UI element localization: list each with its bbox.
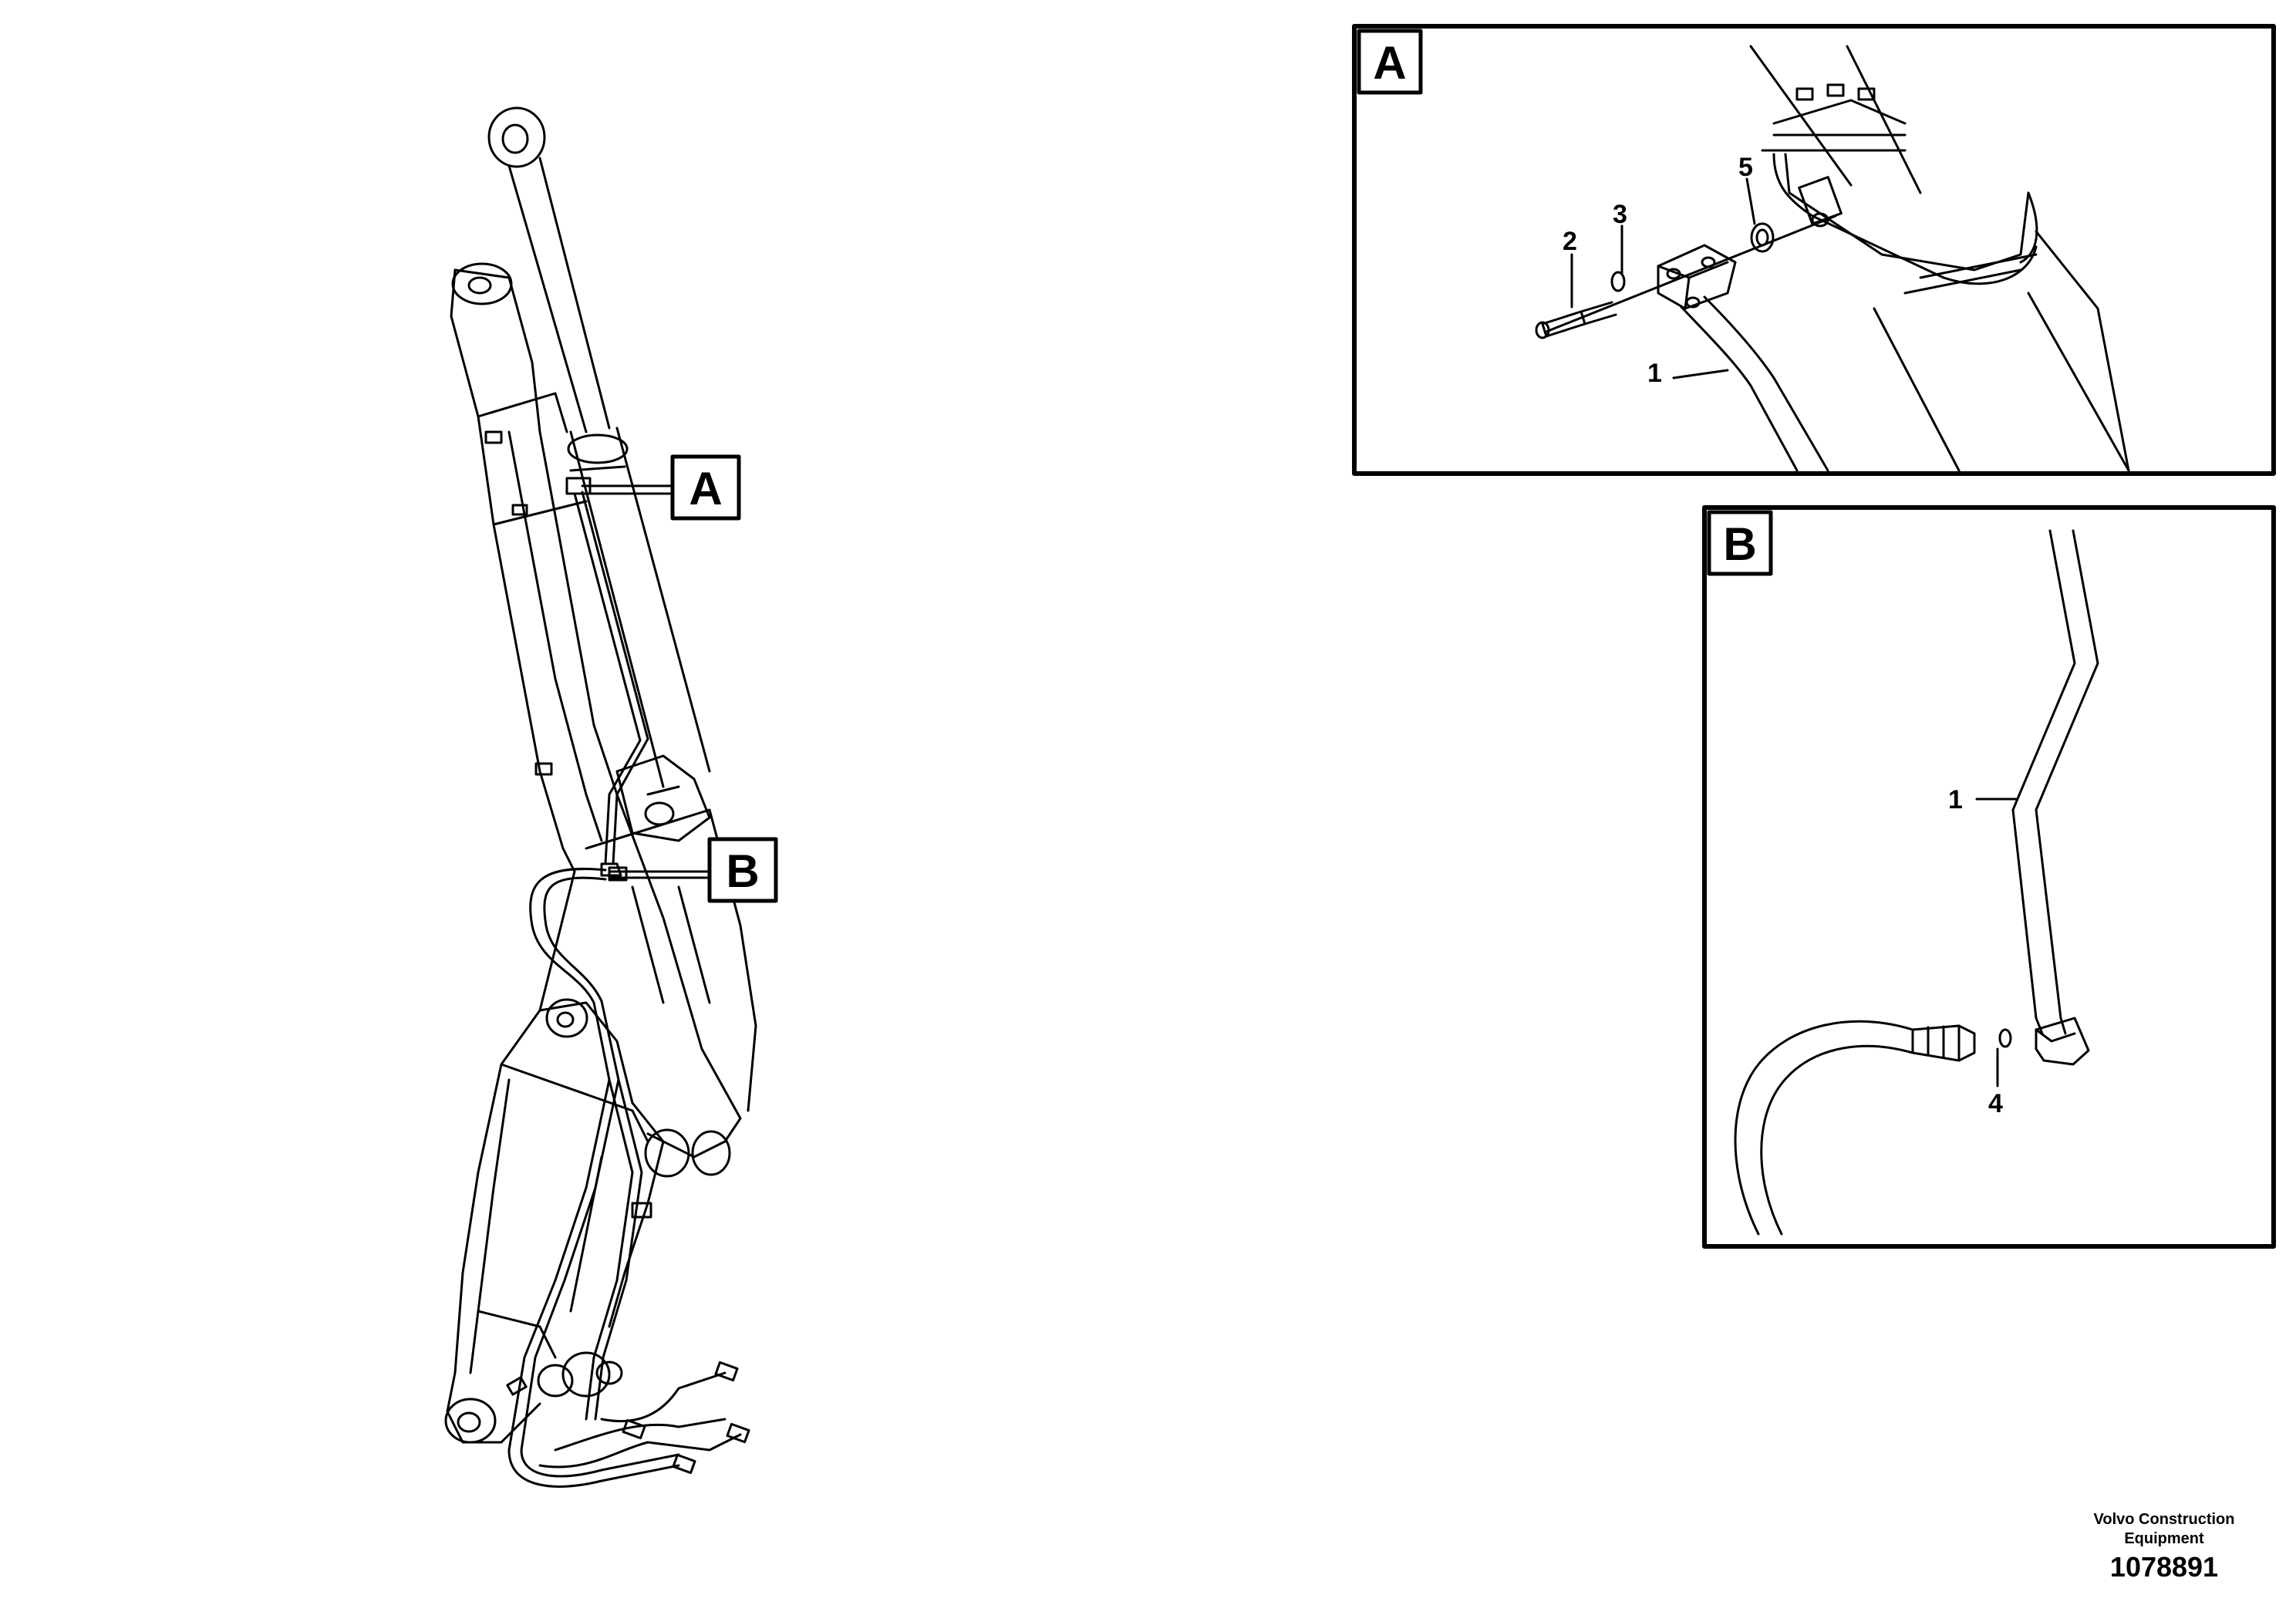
callout-part-2: 2 <box>1563 227 1577 256</box>
callout-part-3: 3 <box>1613 200 1627 229</box>
callout-part-4: 4 <box>1988 1089 2003 1118</box>
callout-part-5: 5 <box>1738 153 1753 182</box>
footer-company-line1: Volvo Construction <box>2094 1511 2235 1528</box>
callout-part-1-detail-a: 1 <box>1647 359 1662 388</box>
boom-assembly <box>444 106 757 1444</box>
tag-a-label: A <box>689 463 722 514</box>
tag-a-box <box>670 454 741 521</box>
detail-b-title: B <box>1723 518 1756 570</box>
hose-routing <box>506 477 750 1488</box>
detail-b-panel <box>1702 505 2276 1249</box>
leader-b <box>608 870 711 879</box>
tag-b-label: B <box>726 845 759 897</box>
leader-a <box>581 484 674 495</box>
detail-a-panel <box>1352 24 2276 476</box>
callout-part-1-detail-b: 1 <box>1948 785 1963 814</box>
detail-a-title: A <box>1373 37 1406 89</box>
footer-drawing-number: 1078891 <box>2110 1551 2218 1583</box>
tag-b-box <box>707 837 778 903</box>
footer-company-line2: Equipment <box>2124 1530 2204 1547</box>
